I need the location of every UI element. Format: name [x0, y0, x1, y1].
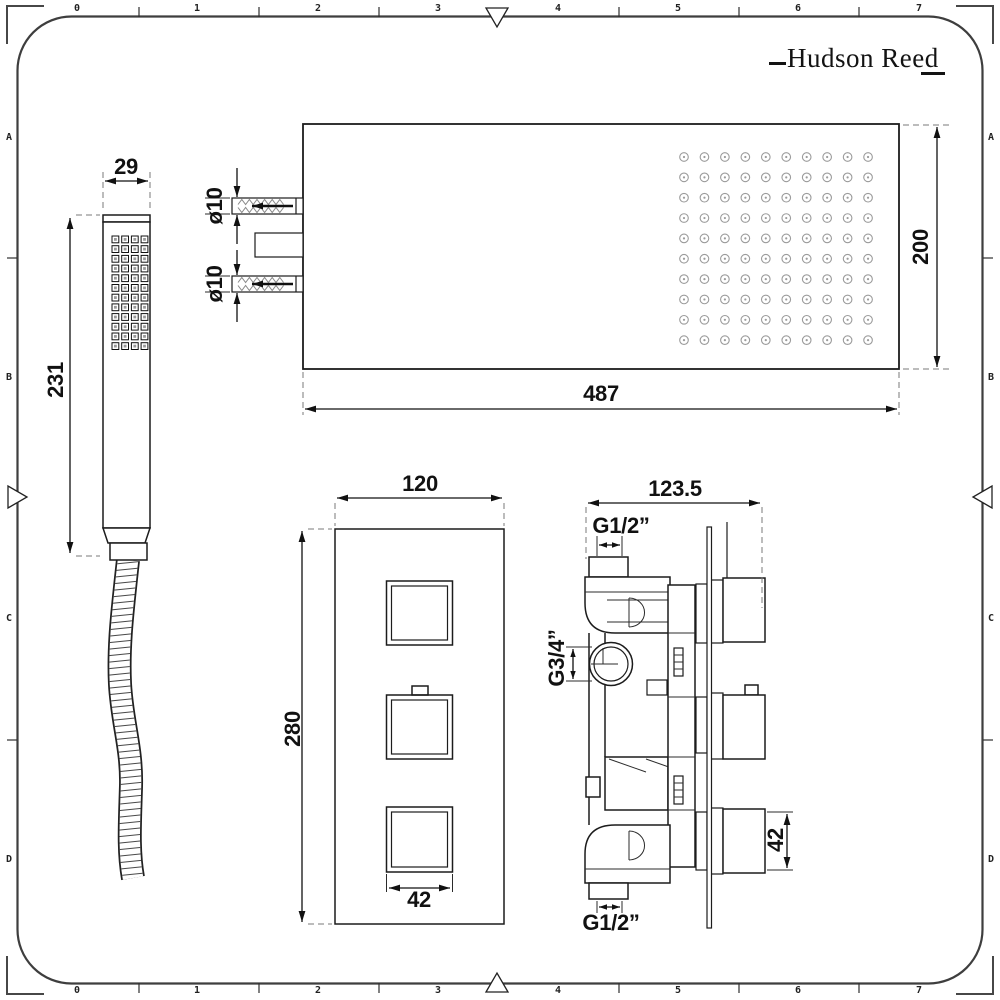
ruler-bottom-5: 5: [674, 985, 682, 996]
valve-control-label: 42: [407, 887, 431, 912]
ruler-top-4: 4: [554, 3, 562, 14]
ruler-bottom-6: 6: [794, 985, 802, 996]
logo-underscore: [921, 72, 945, 75]
handset-width-label: 29: [114, 154, 138, 179]
ruler-left-d: D: [5, 854, 13, 865]
ruler-right-c: C: [987, 613, 995, 624]
head-inlet-top-label: ø10: [202, 187, 227, 225]
ruler-left-a: A: [5, 132, 13, 143]
wand-nozzle-grid: [111, 235, 149, 351]
ruler-top-1: 1: [193, 3, 201, 14]
ruler-top-5: 5: [674, 3, 682, 14]
ruler-top-6: 6: [794, 3, 802, 14]
ruler-ticks: [7, 7, 993, 993]
handset-drawing: [66, 172, 152, 881]
center-markers: [7, 7, 993, 993]
ruler-right-d: D: [987, 854, 995, 865]
showerhead-drawing: [205, 123, 949, 415]
ruler-top-0: 0: [73, 3, 81, 14]
ruler-right-b: B: [987, 372, 995, 383]
ruler-bottom-3: 3: [434, 985, 442, 996]
valve-side-drawing: [566, 499, 793, 929]
side-width-label: 123.5: [648, 476, 702, 501]
side-knob-label: 42: [763, 828, 788, 852]
handset-height-label: 231: [43, 362, 68, 398]
ruler-bottom-1: 1: [193, 985, 201, 996]
ruler-left-b: B: [5, 372, 13, 383]
ruler-bottom-7: 7: [915, 985, 923, 996]
ruler-bottom-2: 2: [314, 985, 322, 996]
head-inlet-bottom-label: ø10: [202, 265, 227, 303]
side-inlet-top-label: G1/2”: [592, 513, 650, 538]
ruler-top-7: 7: [915, 3, 923, 14]
brand-logo: Hudson Reed: [787, 43, 939, 73]
head-width-label: 487: [583, 381, 619, 406]
valve-front-drawing: [298, 494, 505, 925]
ruler-right-a: A: [987, 132, 995, 143]
ruler-bottom-0: 0: [73, 985, 81, 996]
ruler-bottom-4: 4: [554, 985, 562, 996]
side-outlet-label: G3/4”: [544, 629, 569, 687]
ruler-top-2: 2: [314, 3, 322, 14]
ruler-left-c: C: [5, 613, 13, 624]
showerhead-nozzle-grid: [679, 152, 873, 346]
valve-height-label: 280: [280, 711, 305, 747]
valve-width-label: 120: [402, 471, 438, 496]
logo-dash: [769, 62, 786, 65]
ruler-top-3: 3: [434, 3, 442, 14]
side-inlet-bottom-label: G1/2”: [582, 910, 640, 935]
head-height-label: 200: [908, 229, 933, 265]
